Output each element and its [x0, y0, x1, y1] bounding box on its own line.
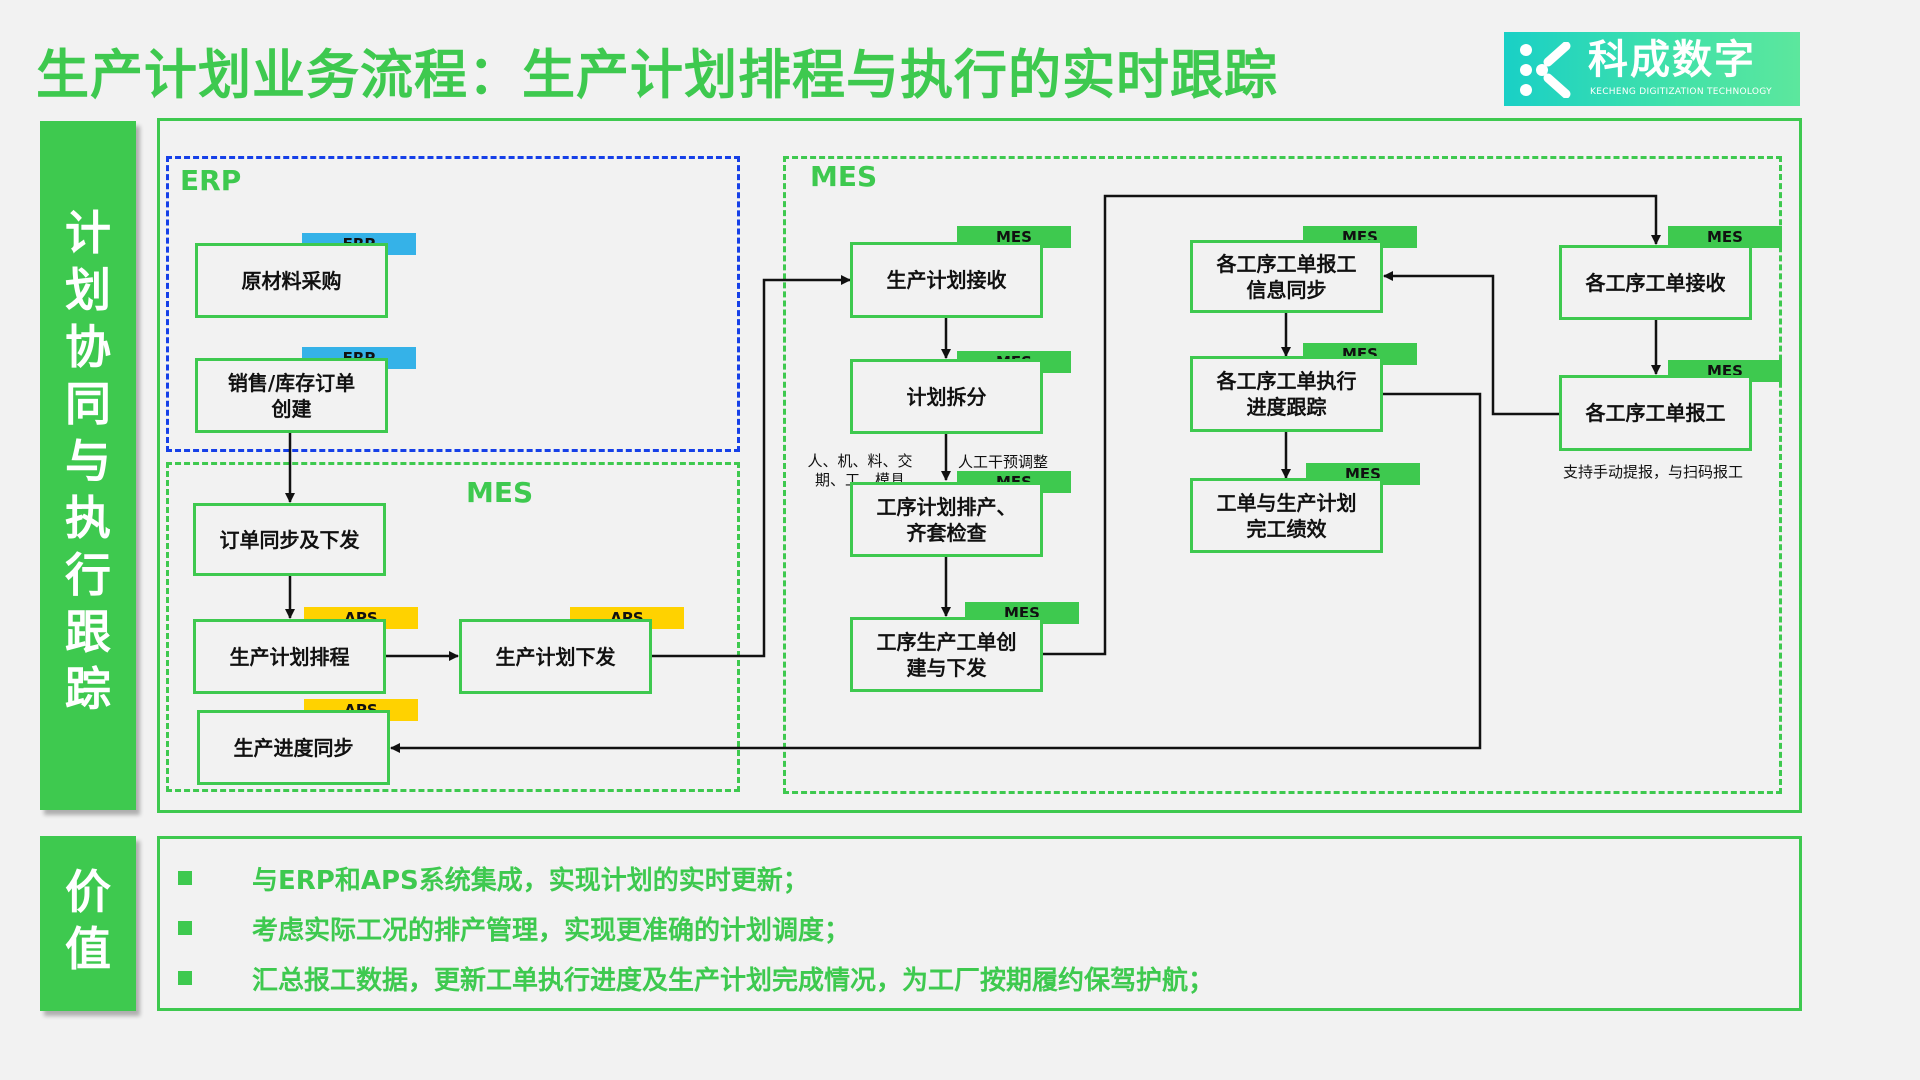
node-plan-schedule: 生产计划排程	[193, 619, 386, 694]
node-wo-report: 各工序工单报工	[1559, 375, 1752, 451]
node-op-schedule: 工序计划排产、齐套检查	[850, 482, 1043, 557]
erp-region	[166, 156, 740, 452]
node-sales-order: 销售/库存订单创建	[195, 358, 388, 433]
value-item: 汇总报工数据，更新工单执行进度及生产计划完成情况，为工厂按期履约保驾护航；	[160, 953, 1760, 1003]
node-wo-create: 工序生产工单创建与下发	[850, 617, 1043, 692]
erp-region-label: ERP	[180, 164, 242, 197]
side-label-value: 价值	[40, 836, 136, 1011]
arrow-wocreate-to-woreceive	[1042, 194, 1661, 656]
node-plan-receive: 生产计划接收	[850, 242, 1043, 318]
arrow-exectrack-to-progresssync	[390, 392, 1482, 753]
logo-name: 科成数字	[1588, 37, 1756, 83]
bullet-square-icon	[178, 971, 192, 985]
mes-region-right	[783, 156, 1782, 794]
node-performance: 工单与生产计划完工绩效	[1190, 478, 1383, 553]
value-list: 与ERP和APS系统集成，实现计划的实时更新； 考虑实际工况的排产管理，实现更准…	[160, 853, 1760, 1003]
node-progress-sync: 生产进度同步	[197, 710, 390, 785]
logo-subtitle: KECHENG DIGITIZATION TECHNOLOGY	[1590, 87, 1772, 97]
tag-mes-wo-receive: MES	[1668, 226, 1782, 248]
mes-region-right-label: MES	[810, 160, 878, 193]
side-label-process: 计划协同与执行跟踪	[40, 121, 136, 810]
node-report-sync: 各工序工单报工信息同步	[1190, 240, 1383, 313]
arrow-woreport-to-reportsync	[1383, 271, 1561, 416]
note-report-support: 支持手动提报，与扫码报工	[1562, 463, 1743, 481]
note-manual-adjust: 人工干预调整	[958, 453, 1049, 471]
value-item: 考虑实际工况的排产管理，实现更准确的计划调度；	[160, 903, 1760, 953]
node-wo-receive: 各工序工单接收	[1559, 245, 1752, 320]
arrow-issue-to-planreceive	[651, 275, 851, 658]
side-label-process-text: 计划协同与执行跟踪	[65, 206, 111, 716]
page-title: 生产计划业务流程：生产计划排程与执行的实时跟踪	[36, 45, 1278, 106]
side-label-value-text: 价值	[65, 865, 111, 976]
logo-mark-icon	[1520, 42, 1571, 98]
value-item-text: 考虑实际工况的排产管理，实现更准确的计划调度；	[252, 915, 851, 946]
node-exec-track: 各工序工单执行进度跟踪	[1190, 356, 1383, 432]
bullet-square-icon	[178, 871, 192, 885]
mes-region-left-label: MES	[466, 476, 534, 509]
node-raw-purchase: 原材料采购	[195, 243, 388, 318]
value-frame	[157, 836, 1802, 1011]
node-plan-split: 计划拆分	[850, 359, 1043, 434]
value-item: 与ERP和APS系统集成，实现计划的实时更新；	[160, 853, 1760, 903]
process-frame	[157, 118, 1802, 813]
node-order-sync: 订单同步及下发	[193, 503, 386, 576]
company-logo: 科成数字 KECHENG DIGITIZATION TECHNOLOGY	[1504, 32, 1800, 106]
node-plan-issue: 生产计划下发	[459, 619, 652, 694]
value-item-text: 汇总报工数据，更新工单执行进度及生产计划完成情况，为工厂按期履约保驾护航；	[252, 965, 1215, 996]
bullet-square-icon	[178, 921, 192, 935]
mes-region-left	[166, 462, 740, 792]
value-item-text: 与ERP和APS系统集成，实现计划的实时更新；	[252, 865, 809, 896]
